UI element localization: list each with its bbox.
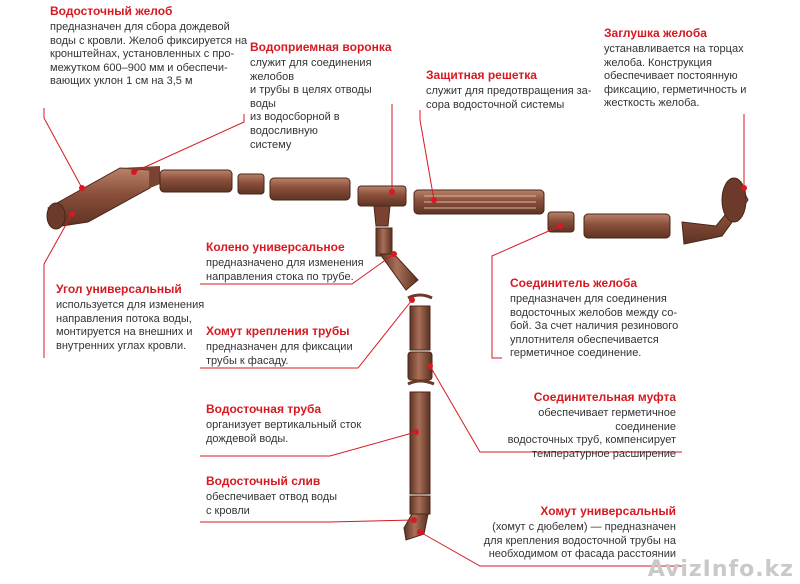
pipe-clamp	[407, 379, 435, 386]
label-title: Водосточный слив	[206, 474, 321, 488]
label-title: Заглушка желоба	[604, 26, 707, 40]
label-pipe: Водосточная труба организует вертикальны…	[206, 402, 366, 446]
gutter-segment	[269, 177, 351, 201]
outlet-top	[409, 495, 431, 515]
label-title: Соединительная муфта	[533, 390, 676, 404]
label-title: Соединитель желоба	[510, 276, 638, 290]
label-coupling: Соединительная муфта обеспечивает гермет…	[480, 390, 676, 461]
label-desc: обеспечивает отвод воды с кровли	[206, 491, 338, 517]
leader-lines	[43, 104, 745, 567]
label-desc: служит для предотвращения за- сора водос…	[426, 85, 592, 111]
label-title: Хомут крепления трубы	[206, 324, 350, 338]
label-title: Хомут универсальный	[540, 504, 676, 518]
elbow-upper	[375, 227, 393, 257]
label-desc: используется для изменения направления п…	[56, 299, 205, 352]
label-title: Угол универсальный	[56, 282, 182, 296]
gutter-segment	[159, 169, 233, 193]
label-connector: Соединитель желоба предназначен для соед…	[510, 276, 690, 361]
label-funnel: Водоприемная воронка служит для соединен…	[250, 40, 400, 152]
label-outlet: Водосточный слив обеспечивает отвод воды…	[206, 474, 366, 518]
label-elbow: Колено универсальное предназначено для и…	[206, 240, 366, 284]
label-endcap: Заглушка желоба устанавливается на торца…	[604, 26, 784, 111]
label-desc: предназначен для сбора дождевой воды с к…	[50, 21, 248, 88]
label-title: Водосточная труба	[206, 402, 322, 416]
funnel-body	[357, 185, 407, 207]
label-title: Колено универсальное	[206, 240, 345, 254]
label-desc: устанавливается на торцах желоба. Констр…	[604, 43, 747, 110]
label-desc: обеспечивает герметичное соединение водо…	[507, 407, 676, 460]
label-title: Защитная решетка	[426, 68, 537, 82]
gutter-connector	[237, 173, 265, 195]
label-desc: предназначен для фиксации трубы к фасаду…	[206, 341, 353, 367]
label-gutter: Водосточный желоб предназначен для сбора…	[50, 4, 250, 89]
label-desc: предназначено для изменения направления …	[206, 257, 364, 283]
label-guard: Защитная решетка служит для предотвращен…	[426, 68, 606, 112]
gutter-assembly	[46, 166, 749, 245]
watermark: AvizInfo.kz	[647, 557, 794, 582]
corner-gutter	[120, 166, 160, 188]
corner-end	[46, 202, 66, 230]
gutter-segment	[583, 213, 671, 239]
label-clamp: Хомут крепления трубы предназначен для ф…	[206, 324, 366, 368]
pipe-section	[409, 305, 431, 351]
label-title: Водоприемная воронка	[250, 40, 392, 54]
label-desc: организует вертикальный сток дождевой во…	[206, 419, 362, 445]
label-corner: Угол универсальный используется для изме…	[56, 282, 216, 353]
funnel-neck	[373, 205, 391, 227]
pipe-clamp	[407, 293, 433, 300]
endcap-piece	[721, 177, 747, 223]
label-desc: служит для соединения желобов и трубы в …	[250, 57, 372, 151]
downpipe-assembly	[375, 227, 435, 541]
guard-mesh	[424, 195, 536, 209]
label-universal-clamp: Хомут универсальный (хомут с дюбелем) — …	[470, 504, 676, 562]
label-title: Водосточный желоб	[50, 4, 173, 18]
gutter-end	[681, 191, 749, 245]
pipe-main	[409, 391, 431, 495]
elbow-bend	[379, 253, 419, 291]
label-desc: предназначен для соединения водосточных …	[510, 293, 679, 360]
gutter-connector	[547, 211, 575, 233]
leader-dots	[69, 169, 747, 535]
label-desc: (хомут с дюбелем) — предназначен для кре…	[483, 521, 676, 561]
